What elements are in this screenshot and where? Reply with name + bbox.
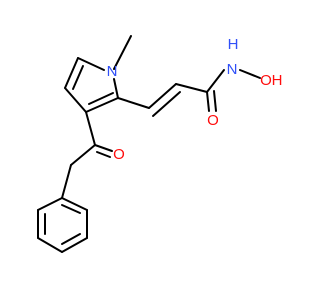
bond-ch2-phenyl <box>61 164 72 199</box>
bond-c3-cketone <box>85 111 96 146</box>
atom-h-amide: H <box>228 36 239 53</box>
bond-ph1-ph2 <box>37 197 63 211</box>
bond-c3-c2 <box>85 97 119 113</box>
atom-o-hydroxyl: O <box>260 72 272 89</box>
bond-c4-c3 <box>64 87 87 113</box>
bond-ph4-ph5 <box>61 237 88 253</box>
bond-cketone-o-inner <box>96 151 111 158</box>
bond-c5-c4 <box>64 57 79 89</box>
bond-n-o <box>239 69 261 79</box>
bond-ph4-ph5-inner <box>61 233 81 245</box>
bond-ph3-ph4 <box>37 237 63 253</box>
molecule-structure: N O O N H O H <box>37 35 283 253</box>
bond-c2-calpha <box>117 97 150 109</box>
atom-o-ketone: O <box>113 146 125 163</box>
bond-c2-n <box>113 78 119 99</box>
bond-ph6-ph1-inner <box>61 204 81 214</box>
bond-calpha-cbeta-inner <box>152 91 181 117</box>
bond-cketone-ch2 <box>70 144 96 166</box>
bond-cketone-o <box>94 144 113 152</box>
bond-c3-c2-inner <box>88 92 114 105</box>
bond-camide-o-inner <box>213 90 217 112</box>
bond-ph6-ph1 <box>61 197 88 211</box>
atom-o-amide: O <box>207 112 219 129</box>
atom-labels: N O O N H O H <box>107 36 283 163</box>
bond-camide-o <box>206 91 210 112</box>
atom-n-pyrrole: N <box>107 63 118 80</box>
bond-n-methyl <box>113 35 132 70</box>
atom-h-hydroxyl: H <box>272 72 283 89</box>
bonds <box>37 35 261 253</box>
bond-n-c5 <box>77 57 105 71</box>
bond-calpha-cbeta <box>148 83 177 109</box>
bond-cbeta-camide <box>175 83 208 93</box>
atom-n-amide: N <box>227 61 238 78</box>
bond-camide-n <box>206 69 225 93</box>
bond-c5-c4-inner <box>72 65 84 90</box>
